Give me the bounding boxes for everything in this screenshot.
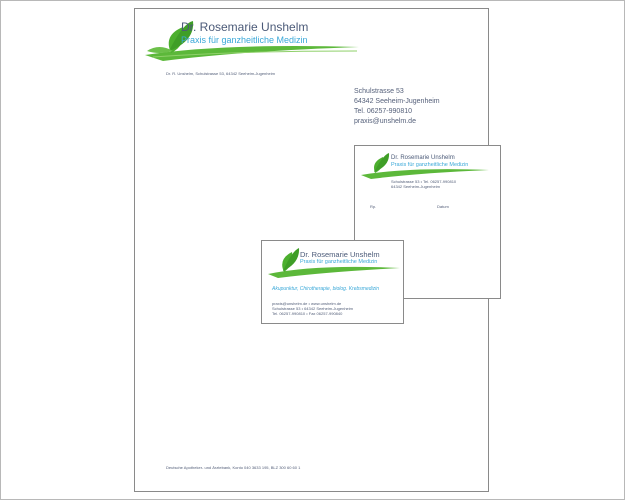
prescription-address-line: Schulstrasse 53 • Tel. 06257-990810 [391, 179, 457, 184]
card-contact: praxis@unshelm.de • www.unshelm.de Schul… [272, 301, 353, 317]
address-street: Schulstrasse 53 [354, 88, 404, 95]
address-phone: Tel. 06257-990810 [354, 108, 412, 115]
address-city: 64342 Seeheim-Jugenheim [354, 98, 440, 105]
prescription-address: Schulstrasse 53 • Tel. 06257-990810 6434… [391, 179, 456, 189]
leaf-logo-icon [361, 153, 489, 179]
date-label: Datum [437, 204, 449, 209]
card-services: Akupunktur, Chirotherapie, biolog. Krebs… [272, 286, 380, 292]
prescription-name: Dr. Rosemarie Unshelm [391, 155, 455, 161]
recipient-address: Schulstrasse 53 64342 Seeheim-Jugenheim … [354, 87, 440, 127]
letterhead-tagline: Praxis für ganzheitliche Medizin [181, 35, 308, 45]
address-email: praxis@unshelm.de [354, 118, 416, 125]
business-card: Dr. Rosemarie Unshelm Praxis für ganzhei… [261, 240, 404, 324]
rp-label: Rp. [370, 204, 377, 209]
prescription-address-line: 64342 Seeheim-Jugenheim [391, 184, 440, 190]
card-contact-line: Schulstrasse 53 • 64342 Seeheim-Jugenhei… [272, 306, 354, 312]
prescription-tagline: Praxis für ganzheitliche Medizin [391, 162, 469, 168]
card-tagline: Praxis für ganzheitliche Medizin [300, 259, 378, 265]
card-contact-line: praxis@unshelm.de • www.unshelm.de [272, 301, 342, 306]
card-name: Dr. Rosemarie Unshelm [300, 250, 380, 259]
leaf-logo-icon [268, 248, 400, 278]
bank-footer: Deutsche Apotheker- und Ärztebank, Konto… [166, 465, 301, 470]
card-contact-line: Tel. 06257-990810 • Fax 06257-990840 [272, 311, 343, 317]
leaf-logo-icon [145, 21, 359, 61]
sender-line: Dr. R. Unshelm, Schulstrasse 53, 64342 S… [166, 71, 275, 76]
letterhead-name: Dr. Rosemarie Unshelm [181, 20, 309, 34]
